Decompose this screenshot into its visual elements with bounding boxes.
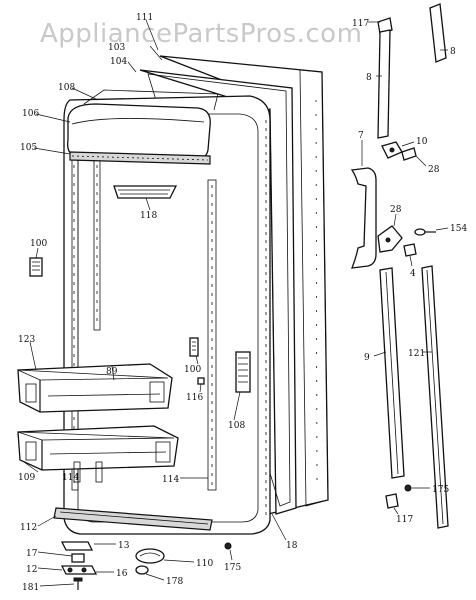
door-bin-lower	[17, 425, 179, 471]
callout-100-left: 100	[30, 239, 47, 249]
screw-175-right	[404, 484, 412, 492]
callout-109: 109	[18, 473, 35, 483]
callout-100-center: 100	[184, 365, 201, 375]
handle-spacer	[403, 243, 417, 257]
screw-175-left	[224, 542, 232, 550]
callout-17: 17	[26, 549, 38, 559]
callout-13: 13	[118, 541, 130, 551]
callout-18: 18	[286, 541, 298, 551]
handle-trim-lower	[379, 267, 405, 479]
door-inner-liner	[63, 95, 271, 535]
dairy-compartment-rail	[69, 151, 211, 165]
callout-8-long: 8	[450, 47, 456, 57]
callout-117-bottom: 117	[396, 515, 413, 525]
watermark: AppliancePartsPros.com	[40, 19, 362, 49]
callout-116: 116	[186, 393, 203, 403]
hinge-assembly	[60, 565, 98, 575]
butter-dish	[113, 185, 178, 199]
handle-endcap-top	[381, 141, 403, 159]
callout-labels: 111 103 104 108 106 105 118 100 123 89 1…	[18, 13, 467, 593]
shelf-clip-left	[29, 257, 43, 277]
callout-114-left: 114	[62, 473, 79, 483]
door-bin-upper	[17, 363, 173, 413]
handle-trim-long	[421, 265, 449, 529]
callout-110: 110	[196, 559, 213, 569]
hinge-screw	[73, 577, 83, 590]
callout-7: 7	[358, 131, 364, 141]
door-stop	[135, 548, 165, 564]
callout-16: 16	[116, 569, 128, 579]
callout-181: 181	[22, 583, 39, 593]
callout-9: 9	[364, 353, 370, 363]
callout-12: 12	[26, 565, 37, 575]
handle-screw-154	[414, 228, 436, 236]
shelf-clip-center	[189, 337, 199, 357]
callout-123: 123	[18, 335, 35, 345]
cam-plug	[135, 565, 149, 575]
handle-trim-upper	[377, 29, 391, 139]
callout-10: 10	[416, 137, 428, 147]
callout-103: 103	[108, 43, 125, 53]
callout-4: 4	[410, 269, 416, 279]
callout-8-upper: 8	[366, 73, 372, 83]
callout-112: 112	[20, 523, 37, 533]
callout-114-right: 114	[162, 475, 179, 485]
callout-111: 111	[136, 13, 153, 23]
endcap-screw-top	[401, 147, 417, 161]
door-handle	[350, 167, 377, 269]
callout-105: 105	[20, 143, 37, 153]
door-bracket	[235, 351, 251, 393]
callout-175-right: 175	[432, 485, 449, 495]
callout-108-center: 108	[228, 421, 245, 431]
callout-178: 178	[166, 577, 183, 587]
bin-support-rail	[73, 461, 103, 483]
door-bottom-trim	[53, 507, 213, 531]
callout-154: 154	[450, 224, 467, 234]
hinge-bushing	[71, 553, 85, 563]
callout-121: 121	[408, 349, 425, 359]
handle-trim-bottom-cap	[385, 493, 399, 509]
handle-endcap-bottom	[377, 225, 403, 253]
callout-106: 106	[22, 109, 39, 119]
callout-104: 104	[110, 57, 127, 67]
clip-116	[197, 377, 205, 385]
hinge-plate	[60, 541, 94, 551]
callout-28-top: 28	[428, 165, 440, 175]
callout-117-top: 117	[352, 19, 369, 29]
callout-28-bottom: 28	[390, 205, 402, 215]
dairy-compartment-door	[67, 89, 219, 161]
handle-trim-long-top	[429, 3, 447, 63]
callout-108-top: 108	[58, 83, 75, 93]
callout-89: 89	[106, 367, 118, 377]
callout-118: 118	[140, 211, 157, 221]
leader-lines	[23, 19, 449, 587]
callout-175-left: 175	[224, 563, 241, 573]
